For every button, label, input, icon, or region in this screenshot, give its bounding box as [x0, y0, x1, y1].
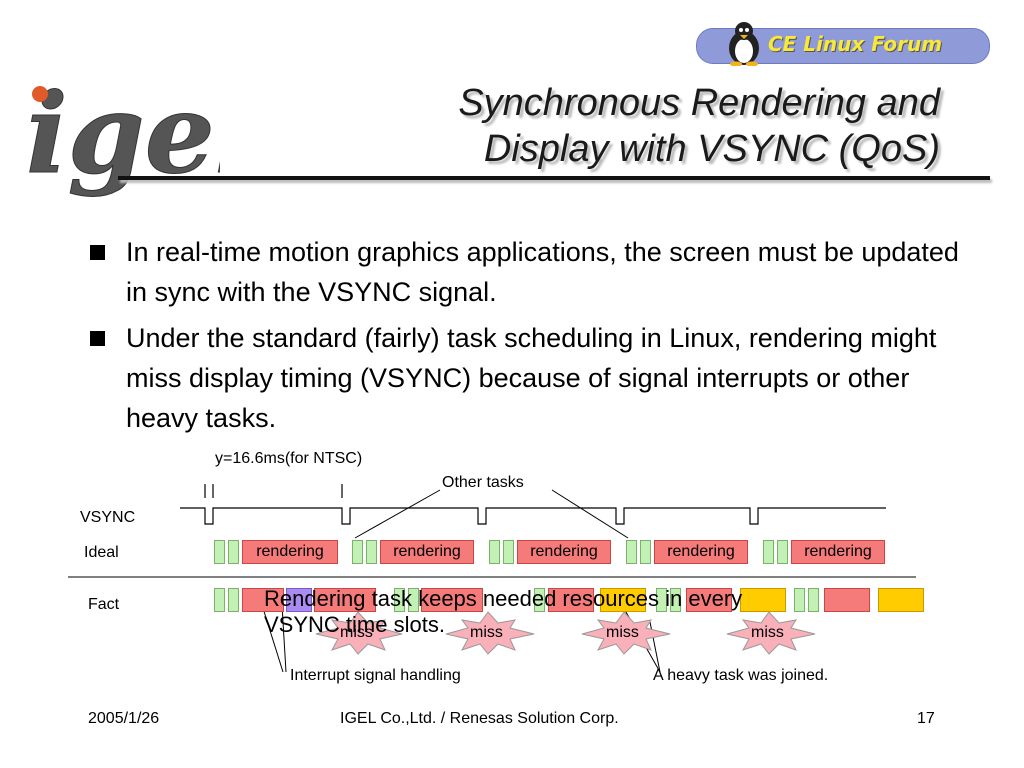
other-task-block: [489, 540, 500, 564]
bullet-text: Under the standard (fairly) task schedul…: [126, 323, 937, 433]
other-task-block: [763, 540, 774, 564]
other-task-block: [228, 540, 239, 564]
slide-title: Synchronous Rendering and Display with V…: [300, 80, 940, 172]
penguin-icon: [729, 22, 759, 66]
footer-date: 2005/1/26: [88, 710, 160, 727]
rendering-block: [548, 588, 594, 612]
other-task-block: [794, 588, 805, 612]
title-line-2: Display with VSYNC (QoS): [483, 128, 940, 170]
overlay-line-2: VSYNC time slots.: [264, 612, 445, 637]
other-task-block: [352, 540, 363, 564]
rendering-block: [824, 588, 870, 612]
heavy-task-block: [600, 588, 646, 612]
footer-page-number: 17: [917, 710, 935, 727]
heavy-task-block: [878, 588, 924, 612]
vsync-row-label: VSYNC: [80, 509, 136, 526]
footer-company: IGEL Co.,Ltd. / Renesas Solution Corp.: [340, 710, 619, 727]
rendering-block: rendering: [791, 540, 885, 564]
svg-text:igel: igel: [26, 69, 220, 198]
rendering-block: rendering: [380, 540, 474, 564]
miss-label: miss: [470, 624, 503, 641]
other-task-block: [808, 588, 819, 612]
other-task-block: [777, 540, 788, 564]
miss-burst-2: [445, 611, 535, 655]
miss-bursts: [315, 611, 816, 655]
igel-logo: igel igel: [26, 69, 221, 199]
miss-label: miss: [751, 624, 784, 641]
bullet-text: In real-time motion graphics application…: [126, 237, 959, 307]
other-task-block: [503, 540, 514, 564]
miss-label: miss: [340, 624, 373, 641]
heavy-task-label: A heavy task was joined.: [653, 667, 829, 684]
other-task-block: [626, 540, 637, 564]
overlay-caption: Rendering task keeps needed resources in…: [264, 586, 742, 638]
heavy-task-block: [740, 588, 786, 612]
other-task-block: [640, 540, 651, 564]
other-task-block: [394, 588, 405, 612]
rendering-block: rendering: [654, 540, 748, 564]
rendering-block: [686, 588, 732, 612]
other-tasks-label: Other tasks: [442, 474, 524, 491]
other-task-block: [214, 540, 225, 564]
other-task-block: [534, 588, 545, 612]
other-task-block: [670, 588, 681, 612]
rendering-block: [314, 588, 376, 612]
rendering-block: rendering: [517, 540, 611, 564]
rendering-block: rendering: [242, 540, 338, 564]
bullet-item: In real-time motion graphics application…: [90, 232, 960, 312]
rendering-block: [421, 588, 483, 612]
vsync-waveform: [180, 507, 886, 525]
miss-label: miss: [606, 624, 639, 641]
bullet-square-icon: [90, 331, 105, 346]
title-underline: [118, 176, 990, 180]
ideal-row-label: Ideal: [84, 544, 119, 561]
other-task-block: [656, 588, 667, 612]
timing-diagram: [68, 484, 916, 673]
forum-label: CE Linux Forum: [768, 32, 943, 56]
other-task-block: [228, 588, 239, 612]
interrupt-block: [286, 588, 312, 612]
miss-burst-1: [315, 611, 403, 655]
overlay-line-1: Rendering task keeps needed resources in…: [264, 586, 743, 611]
miss-burst-3: [581, 611, 671, 655]
bullet-square-icon: [90, 245, 105, 260]
fact-row-label: Fact: [88, 596, 120, 613]
period-label: y=16.6ms(for NTSC): [215, 450, 363, 467]
other-task-block: [214, 588, 225, 612]
bullet-item: Under the standard (fairly) task schedul…: [90, 318, 960, 438]
bullet-list: In real-time motion graphics application…: [90, 232, 960, 444]
other-task-block: [408, 588, 419, 612]
other-task-block: [366, 540, 377, 564]
title-line-1: Synchronous Rendering and: [458, 82, 940, 124]
miss-burst-4: [726, 611, 816, 655]
rendering-block: [242, 588, 284, 612]
interrupt-label: Interrupt signal handling: [290, 667, 461, 684]
